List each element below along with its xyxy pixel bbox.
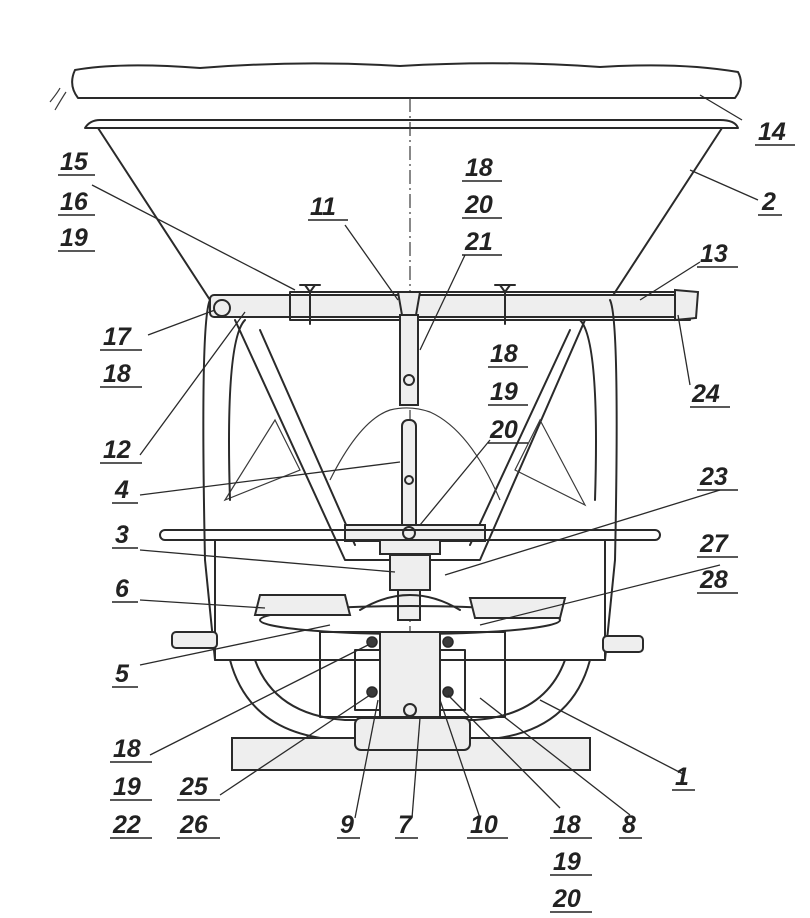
svg-text:28: 28	[699, 566, 728, 594]
svg-text:7: 7	[398, 811, 413, 839]
svg-text:5: 5	[115, 660, 130, 688]
svg-text:18: 18	[113, 735, 141, 763]
svg-text:20: 20	[464, 191, 493, 219]
svg-text:3: 3	[115, 521, 129, 549]
callout-group-25-26: 25 26	[177, 773, 220, 839]
callout-13: 13	[697, 240, 738, 268]
callout-1: 1	[672, 763, 695, 791]
callout-group-17-18: 17 18	[100, 323, 142, 388]
callout-24: 24	[690, 380, 730, 408]
callout-12: 12	[100, 436, 142, 464]
vane-right	[468, 597, 567, 619]
callouts: 14 2 13 15 16 19 11 18	[58, 118, 795, 913]
svg-text:18: 18	[465, 154, 493, 182]
svg-text:19: 19	[113, 773, 141, 801]
svg-text:2: 2	[761, 188, 776, 216]
svg-text:18: 18	[553, 811, 581, 839]
callout-group-18-19-22: 18 19 22	[110, 735, 152, 839]
svg-text:1: 1	[675, 763, 689, 791]
svg-text:9: 9	[340, 811, 354, 839]
svg-text:12: 12	[103, 436, 131, 464]
svg-text:27: 27	[699, 530, 729, 558]
callout-23: 23	[697, 463, 738, 491]
callout-10: 10	[467, 811, 508, 839]
svg-text:25: 25	[179, 773, 209, 801]
svg-text:13: 13	[700, 240, 728, 268]
hub	[389, 554, 431, 591]
drawing-lines	[49, 62, 742, 771]
svg-text:17: 17	[103, 323, 132, 351]
callout-group-27-28: 27 28	[697, 530, 738, 594]
callout-9: 9	[337, 811, 360, 839]
svg-text:19: 19	[490, 378, 518, 406]
callout-group-15-16-19: 15 16 19	[58, 148, 95, 252]
hopper-body	[97, 127, 723, 301]
crossbar	[209, 294, 691, 318]
gearbox	[379, 631, 441, 723]
svg-text:8: 8	[622, 811, 636, 839]
svg-text:19: 19	[60, 224, 88, 252]
svg-text:20: 20	[552, 885, 581, 913]
svg-text:10: 10	[470, 811, 498, 839]
svg-text:26: 26	[179, 811, 209, 839]
callout-5: 5	[112, 660, 138, 688]
callout-11: 11	[308, 193, 348, 221]
svg-text:11: 11	[310, 193, 336, 221]
callout-4: 4	[112, 476, 138, 504]
vane-left	[253, 594, 352, 616]
svg-text:6: 6	[115, 575, 130, 603]
leader-lines	[91, 94, 759, 819]
svg-text:18: 18	[103, 360, 131, 388]
svg-text:16: 16	[60, 188, 89, 216]
callout-7: 7	[395, 811, 418, 839]
svg-text:22: 22	[112, 811, 141, 839]
svg-text:15: 15	[60, 148, 89, 176]
svg-text:4: 4	[114, 476, 129, 504]
callout-group-18-20-21: 18 20 21	[462, 154, 502, 256]
callout-8: 8	[619, 811, 642, 839]
svg-text:18: 18	[490, 340, 518, 368]
svg-text:24: 24	[691, 380, 720, 408]
svg-text:20: 20	[489, 416, 518, 444]
callout-14: 14	[755, 118, 795, 146]
callout-2: 2	[758, 188, 782, 216]
svg-text:21: 21	[464, 228, 493, 256]
callout-6: 6	[112, 575, 138, 603]
svg-text:23: 23	[699, 463, 728, 491]
callout-group-18-19-20-bottom: 18 19 20	[550, 811, 592, 913]
svg-text:14: 14	[758, 118, 786, 146]
callout-group-18-19-20-mid: 18 19 20	[488, 340, 528, 444]
svg-text:19: 19	[553, 848, 581, 876]
hopper-cover	[71, 62, 742, 99]
callout-3: 3	[112, 521, 138, 549]
frame	[202, 299, 618, 661]
